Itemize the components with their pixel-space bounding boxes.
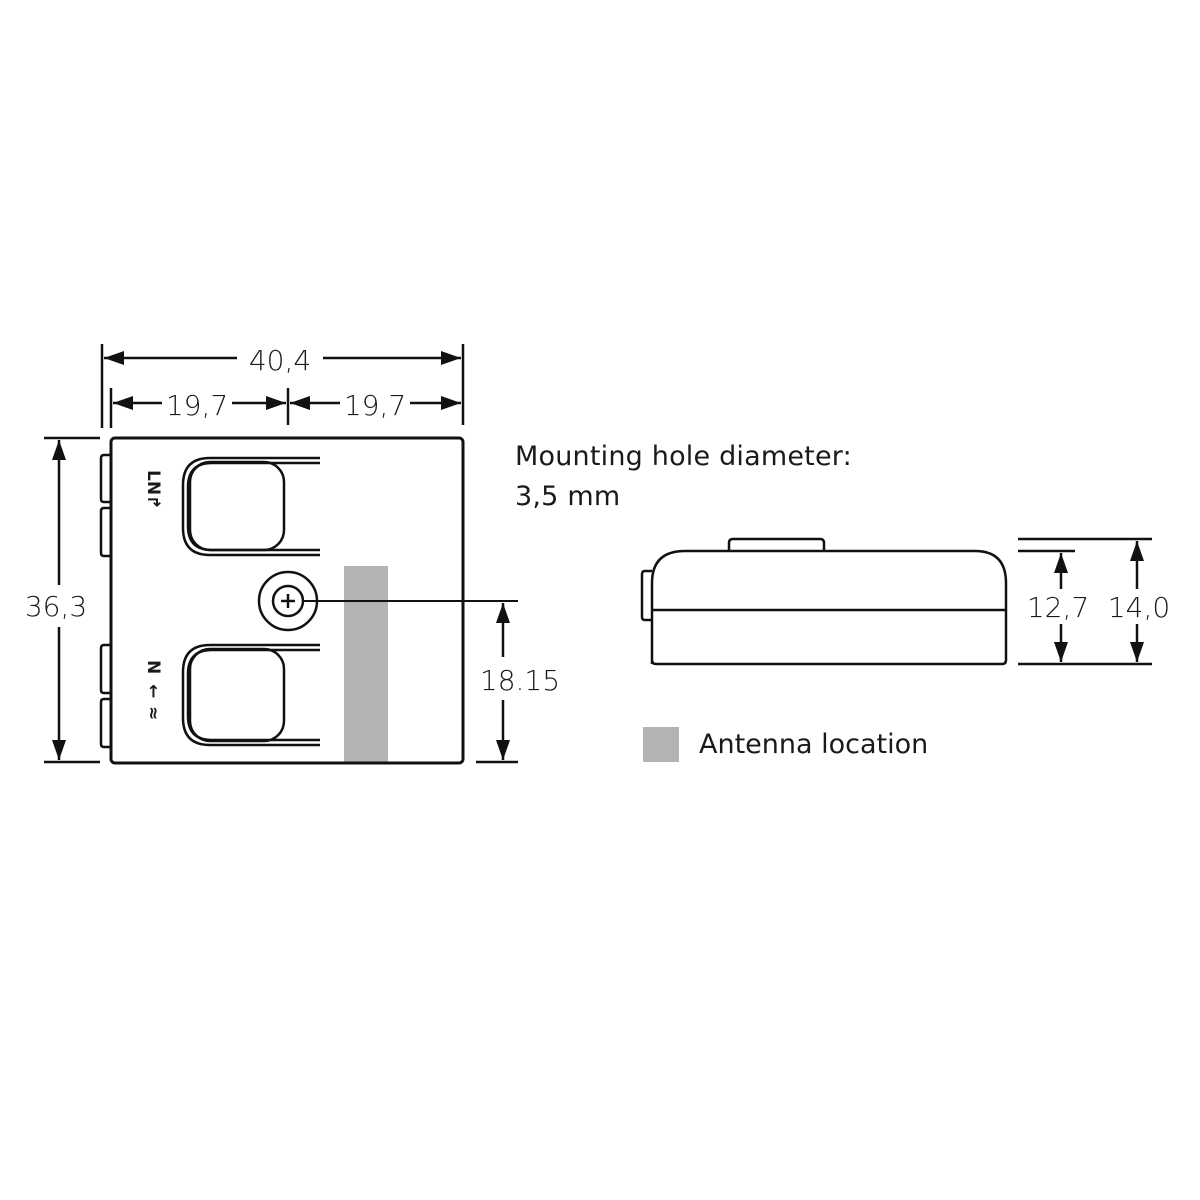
dimension-side-heights	[1018, 537, 1152, 666]
terminal-top-text: LN↱	[143, 470, 163, 509]
side-view: 12,7 14,0	[640, 537, 1170, 666]
dimension-hole-to-bottom	[476, 603, 518, 764]
terminal-bottom	[181, 643, 320, 747]
terminal-label-top: LN↱	[143, 470, 163, 509]
mounting-hole-note-line2: 3,5 mm	[515, 481, 621, 512]
dim-right-half-label: 19,7	[344, 389, 406, 422]
mounting-hole-note: Mounting hole diameter: 3,5 mm	[515, 437, 852, 517]
mounting-hole-note-line1: Mounting hole diameter:	[515, 441, 852, 472]
terminal-label-bottom: N ← ≈	[143, 660, 163, 720]
module-body-side	[640, 537, 1008, 666]
dim-overall-height-label: 36,3	[25, 590, 87, 623]
dim-hole-to-bottom-label: 18.15	[480, 664, 560, 697]
dimension-overall-width	[100, 344, 465, 428]
dim-left-half-label: 19,7	[166, 389, 228, 422]
terminal-bottom-arrow: ←	[143, 684, 163, 698]
antenna-area	[344, 566, 388, 762]
dim-overall-side-height-label: 14,0	[1108, 591, 1170, 624]
left-side-tabs	[99, 453, 111, 749]
legend: Antenna location	[643, 727, 928, 762]
dim-body-height-label: 12,7	[1027, 591, 1089, 624]
terminal-bottom-n: N	[143, 660, 163, 674]
dim-overall-width-label: 40,4	[249, 344, 311, 377]
front-view: LN↱ N ← ≈ 40,4	[25, 344, 560, 765]
dimension-half-widths	[109, 388, 461, 428]
dimension-overall-height	[44, 436, 100, 764]
antenna-legend-label: Antenna location	[699, 729, 929, 760]
antenna-legend-swatch	[643, 727, 679, 762]
terminal-top	[181, 456, 320, 557]
terminal-bottom-tilde: ≈	[143, 706, 163, 720]
